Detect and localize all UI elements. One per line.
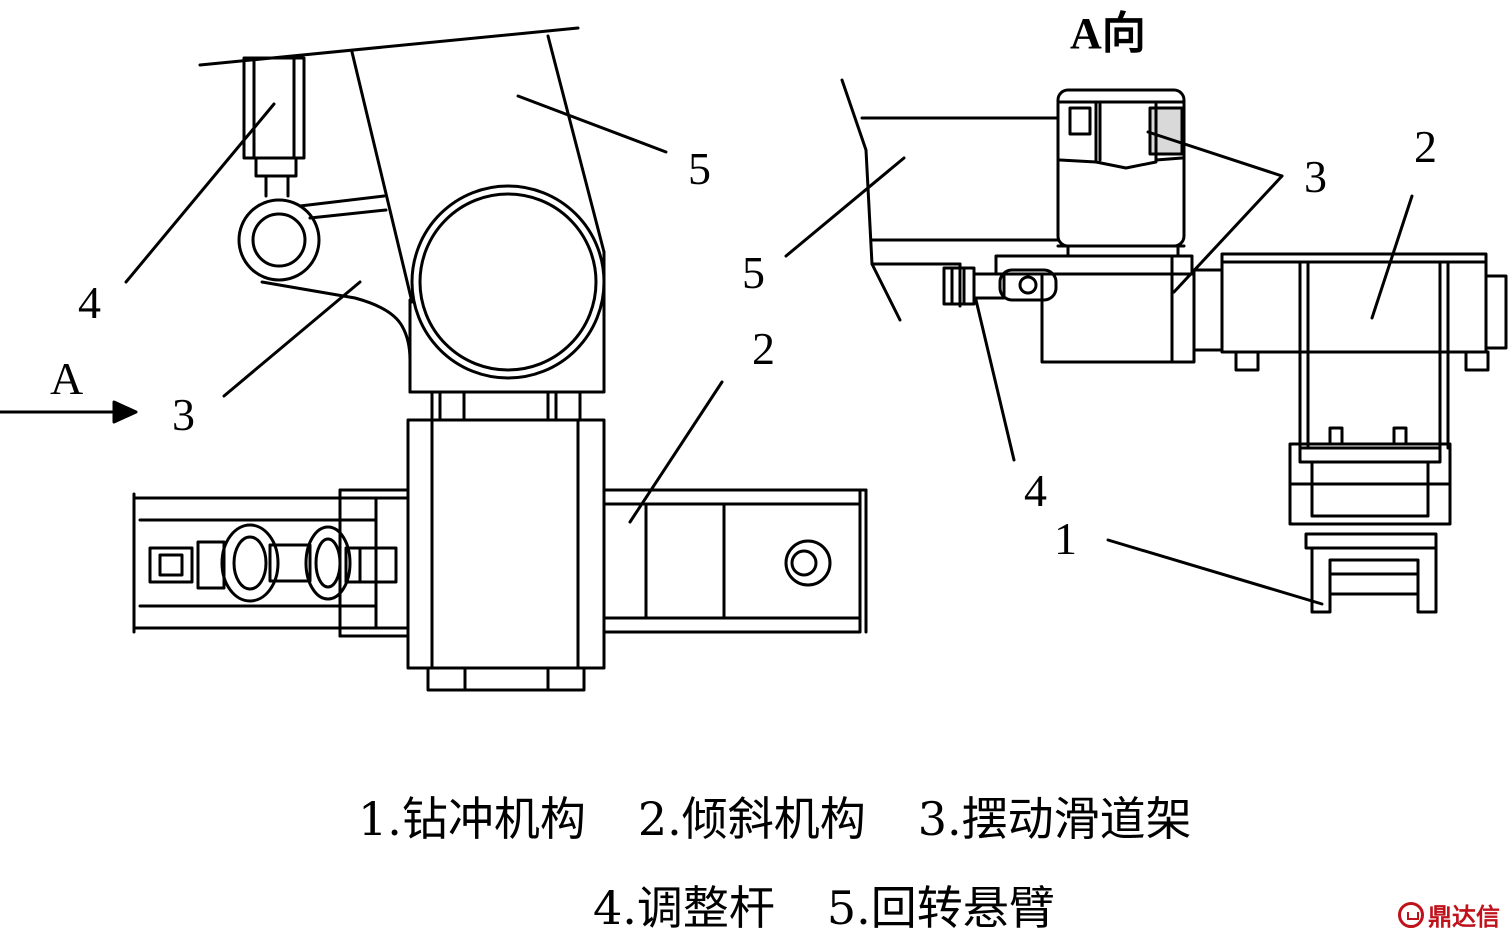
adjusting-rod-left: [237, 56, 321, 282]
drilling-mechanism-right: [1288, 426, 1452, 614]
watermark: 鼎达信: [1398, 897, 1500, 932]
watermark-logo-icon: [1398, 901, 1424, 928]
legend-line-2: 4.调整杆 5.回转悬臂: [593, 872, 1055, 938]
legend-line-1: 1.钻冲机构 2.倾斜机构 3.摆动滑道架: [358, 783, 1192, 849]
rotary-arm-left: [350, 34, 606, 394]
left-callout-2: 2: [752, 323, 775, 374]
swing-slide-frame-left: [260, 194, 412, 394]
swing-frame-right: [994, 88, 1196, 364]
tilting-mechanism-right: [1192, 252, 1508, 450]
right-callout-2: 2: [1414, 121, 1437, 172]
adjusting-rod-right: [942, 266, 1058, 306]
legend-item-tilting: 2.倾斜机构: [637, 792, 866, 846]
legend-item-rotary-arm: 5.回转悬臂: [826, 881, 1055, 935]
tilting-housing-left: [406, 418, 606, 692]
left-view: [0, 26, 868, 692]
legend-item-drilling: 1.钻冲机构: [358, 792, 586, 846]
left-callout-3: 3: [172, 389, 195, 440]
leader-lines-left: [124, 94, 724, 524]
right-callout-3: 3: [1304, 151, 1327, 202]
view-title: A向: [1070, 9, 1146, 58]
legend-item-swing-frame: 3.摆动滑道架: [917, 792, 1192, 846]
legend-item-adjusting-rod: 4.调整杆: [593, 881, 775, 935]
view-direction-arrow: [0, 400, 138, 424]
tilting-beam-left: [602, 488, 868, 634]
rotary-arm-right: [840, 78, 1060, 322]
right-callout-4: 4: [1024, 465, 1047, 516]
right-callout-5: 5: [742, 247, 765, 298]
drilling-assembly-left: [132, 488, 410, 638]
right-view: [784, 78, 1508, 614]
arrow-label: A: [50, 353, 83, 404]
right-callout-1: 1: [1054, 513, 1077, 564]
watermark-text: 鼎达信: [1428, 903, 1500, 931]
left-callout-4: 4: [78, 277, 101, 328]
leader-lines-right: [784, 130, 1414, 606]
connecting-posts: [430, 390, 582, 422]
left-callout-5: 5: [688, 143, 711, 194]
